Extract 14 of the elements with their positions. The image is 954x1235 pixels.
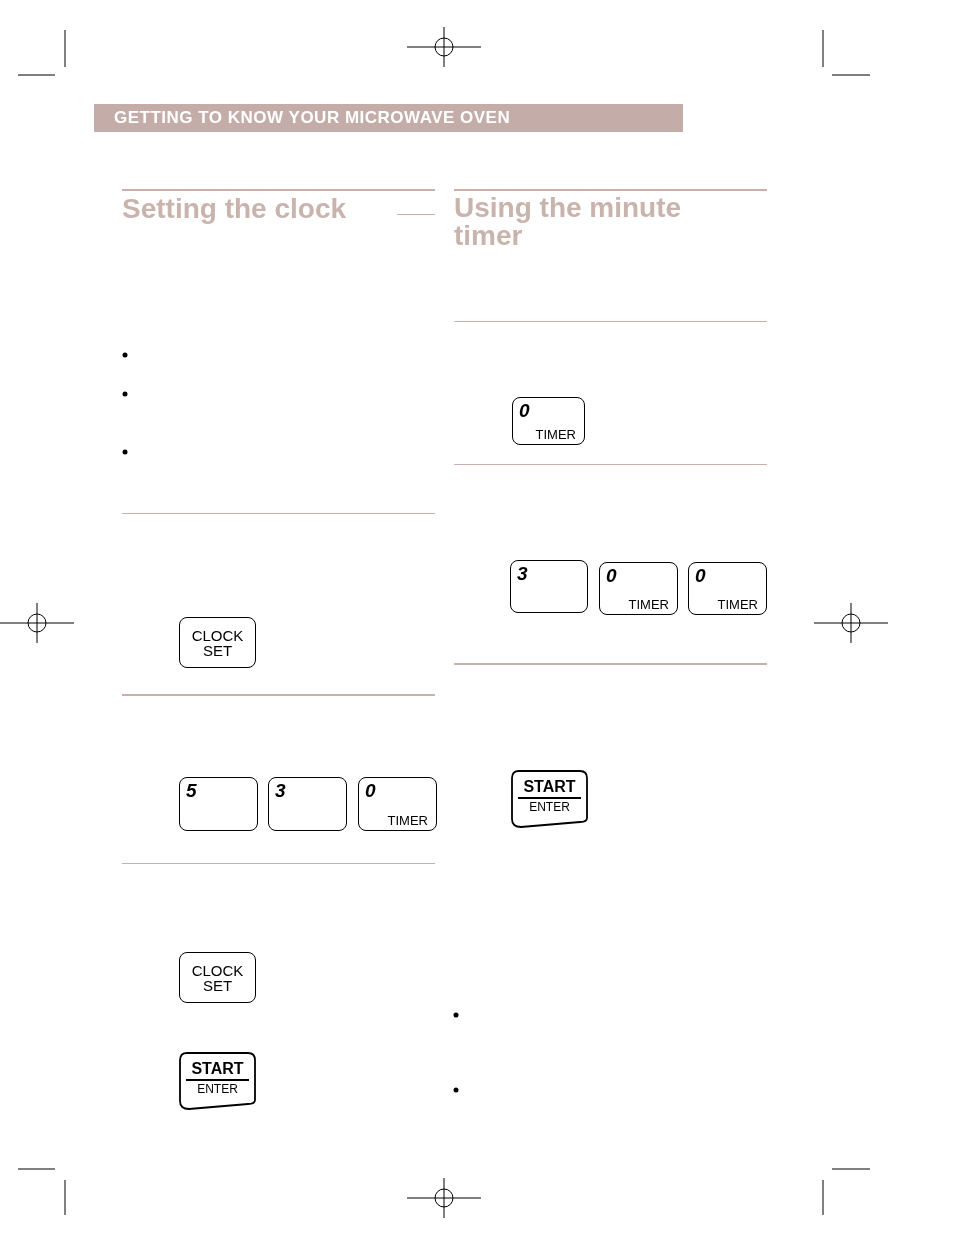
- section-title: Using the minute timer: [454, 194, 683, 250]
- start-enter-key: START ENTER: [179, 1052, 256, 1110]
- keypad-key: CLOCK SET: [179, 617, 256, 668]
- keypad-key: 0 TIMER: [688, 562, 767, 615]
- keypad-key: 0 TIMER: [358, 777, 437, 831]
- keypad-key: CLOCK SET: [179, 952, 256, 1003]
- keypad-key: 5: [179, 777, 258, 831]
- section-header-band: GETTING TO KNOW YOUR MICROWAVE OVEN: [94, 104, 683, 132]
- keypad-key: 0 TIMER: [512, 397, 585, 445]
- keypad-key: 0 TIMER: [599, 562, 678, 615]
- keypad-key: 3: [510, 560, 588, 613]
- section-title: Setting the clock: [122, 194, 348, 224]
- keypad-key: 3: [268, 777, 347, 831]
- start-enter-key: START ENTER: [511, 770, 588, 828]
